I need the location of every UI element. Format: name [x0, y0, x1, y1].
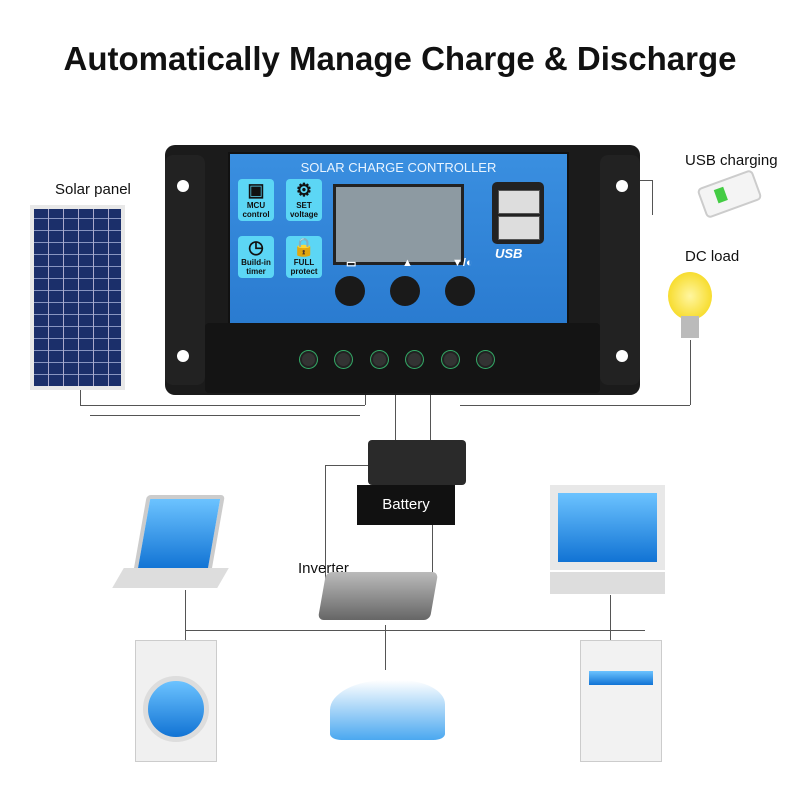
chip-icon: ▣: [247, 180, 265, 200]
mounting-ear: [165, 155, 205, 385]
monitor-icon: [550, 485, 665, 570]
up-button[interactable]: [390, 276, 420, 306]
wire: [610, 595, 611, 640]
terminal-screw: [406, 351, 423, 368]
terminal-screw: [300, 351, 317, 368]
terminal-screw: [335, 351, 352, 368]
wire: [385, 625, 386, 670]
light-bulb-icon: [668, 272, 712, 320]
wire: [185, 630, 645, 631]
gear-icon: ⚙: [295, 180, 313, 200]
laptop-keyboard: [112, 568, 229, 588]
controller-header: SOLAR CHARGE CONTROLLER: [300, 160, 497, 175]
menu-button[interactable]: [335, 276, 365, 306]
wire: [690, 340, 691, 405]
bulb-base: [681, 316, 699, 338]
wire: [432, 520, 433, 580]
terminal-screw: [442, 351, 459, 368]
down-light-icon: ▼/◐: [452, 257, 473, 269]
wire: [395, 395, 396, 445]
wire: [325, 465, 326, 580]
dc-load-label: DC load: [685, 248, 740, 265]
phone-icon: [696, 168, 763, 220]
pc-tower-icon: [580, 640, 662, 762]
lock-icon: 🔒: [292, 237, 316, 257]
usb-ports: [492, 182, 544, 244]
inverter-image: [317, 572, 439, 620]
wire: [90, 415, 360, 416]
mounting-ear: [600, 155, 640, 385]
title: Automatically Manage Charge & Discharge: [63, 40, 737, 77]
battery-top: [368, 440, 466, 485]
menu-icon: ▭: [346, 258, 357, 270]
washing-machine-icon: [135, 640, 217, 762]
wire: [80, 390, 81, 405]
up-icon: ▲: [402, 257, 413, 269]
iron-icon: [330, 680, 445, 740]
down-button[interactable]: [445, 276, 475, 306]
solar-panel-label: Solar panel: [55, 181, 131, 198]
wire: [460, 405, 690, 406]
usb-label: USB: [495, 246, 523, 261]
wire: [365, 395, 366, 405]
wire: [640, 180, 652, 181]
wire: [325, 465, 370, 466]
lcd-screen: [333, 184, 464, 265]
monitor-base: [550, 572, 665, 594]
wire: [652, 180, 653, 215]
wire: [430, 395, 431, 445]
terminal-screw: [371, 351, 388, 368]
wire: [185, 590, 186, 640]
battery: Battery: [357, 485, 455, 525]
solar-panel-image: [30, 205, 125, 390]
terminal-block: [205, 323, 600, 393]
wire: [80, 405, 365, 406]
usb-charging-label: USB charging: [685, 152, 778, 169]
terminal-screw: [477, 351, 494, 368]
clock-icon: ◷: [248, 237, 264, 257]
laptop-icon: [133, 495, 225, 573]
